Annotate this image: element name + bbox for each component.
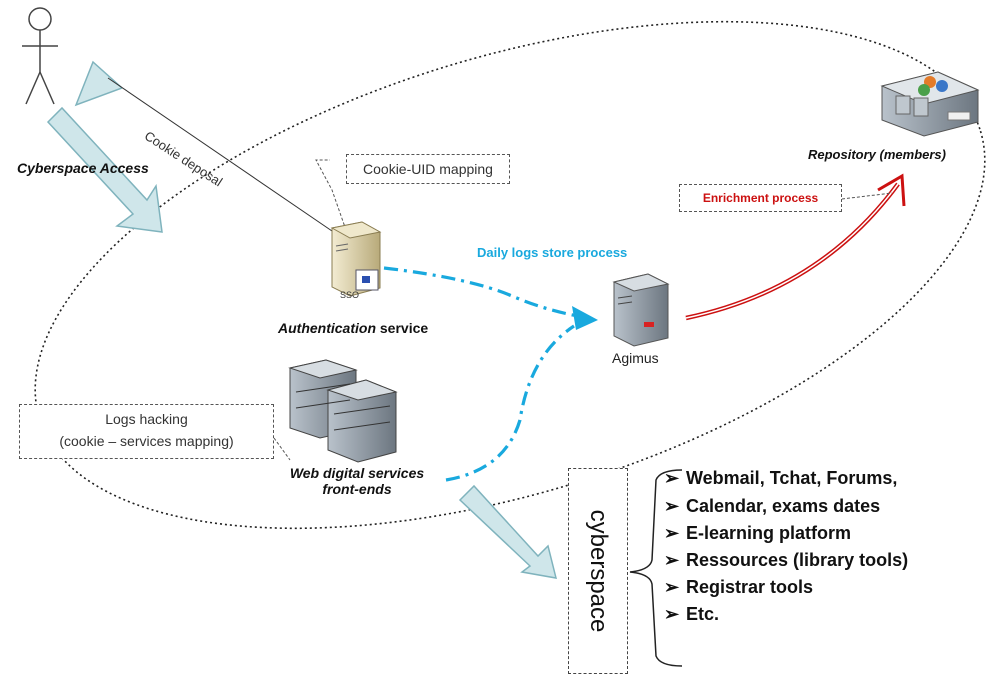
sso-server-icon [330,221,382,297]
services-brace [629,469,683,667]
repository-label: Repository (members) [808,147,946,162]
daily-logs-path-web [445,324,575,482]
services-list-item-label: Calendar, exams dates [686,496,881,516]
services-list-item-label: E-learning platform [686,523,852,543]
enrichment-leader [841,192,893,200]
auth-plain: service [379,320,429,336]
cyberspace-access-label: Cyberspace Access [17,160,149,176]
services-list-item-label: Ressources (library tools) [686,550,909,570]
agimus-label: Agimus [612,350,659,366]
daily-logs-path-sso [383,266,579,318]
cookie-return-arrowhead [74,60,124,107]
user-actor-icon [22,7,58,105]
domain-ellipse [34,20,986,530]
services-list-item-label: Webmail, Tchat, Forums, [686,468,898,488]
cyberspace-label: cyberspace [585,509,612,633]
web-services-servers-icon [288,359,398,463]
services-list-item-label: Etc. [686,604,720,624]
services-list-item: ➢ Registrar tools [664,577,813,598]
services-list-item: ➢ Calendar, exams dates [664,496,880,517]
bullet-arrow-icon: ➢ [664,496,680,516]
repository-server-icon [880,71,980,137]
auth-italic: Authentication [278,320,376,336]
bullet-arrow-icon: ➢ [664,577,680,597]
agimus-server-icon [612,273,670,347]
daily-logs-arrowhead [572,306,598,330]
cyberspace-arrow [458,484,558,579]
enrichment-process-box: Enrichment process [679,184,842,212]
daily-logs-label: Daily logs store process [477,245,628,260]
sso-label: SSO [340,290,360,300]
bullet-arrow-icon: ➢ [664,523,680,543]
services-list-item: ➢ Etc. [664,604,719,625]
web-services-line1: Web digital services [289,465,425,481]
cookie-deposal-line [107,77,333,232]
logs-hacking-line2: (cookie – services mapping) [59,433,234,449]
bullet-arrow-icon: ➢ [664,604,680,624]
logs-hacking-line1: Logs hacking [105,411,188,427]
services-list-item: ➢ Ressources (library tools) [664,550,908,571]
authentication-service-label: Authentication service [278,320,428,336]
cookie-uid-mapping-box: Cookie-UID mapping [346,154,510,184]
cookie-uid-leader [315,159,347,231]
web-services-label: Web digital services front-ends [262,465,452,497]
bullet-arrow-icon: ➢ [664,468,680,488]
access-arrow [46,106,163,233]
logs-hacking-box: Logs hacking (cookie – services mapping) [19,404,274,459]
services-list-item: ➢ E-learning platform [664,523,851,544]
web-services-line2: front-ends [322,481,392,497]
bullet-arrow-icon: ➢ [664,550,680,570]
services-list-item: ➢ Webmail, Tchat, Forums, [664,468,897,489]
cyberspace-box: cyberspace [568,468,628,674]
enrichment-arrowhead [877,173,906,207]
logs-hacking-leader [273,437,291,461]
services-list-item-label: Registrar tools [686,577,814,597]
